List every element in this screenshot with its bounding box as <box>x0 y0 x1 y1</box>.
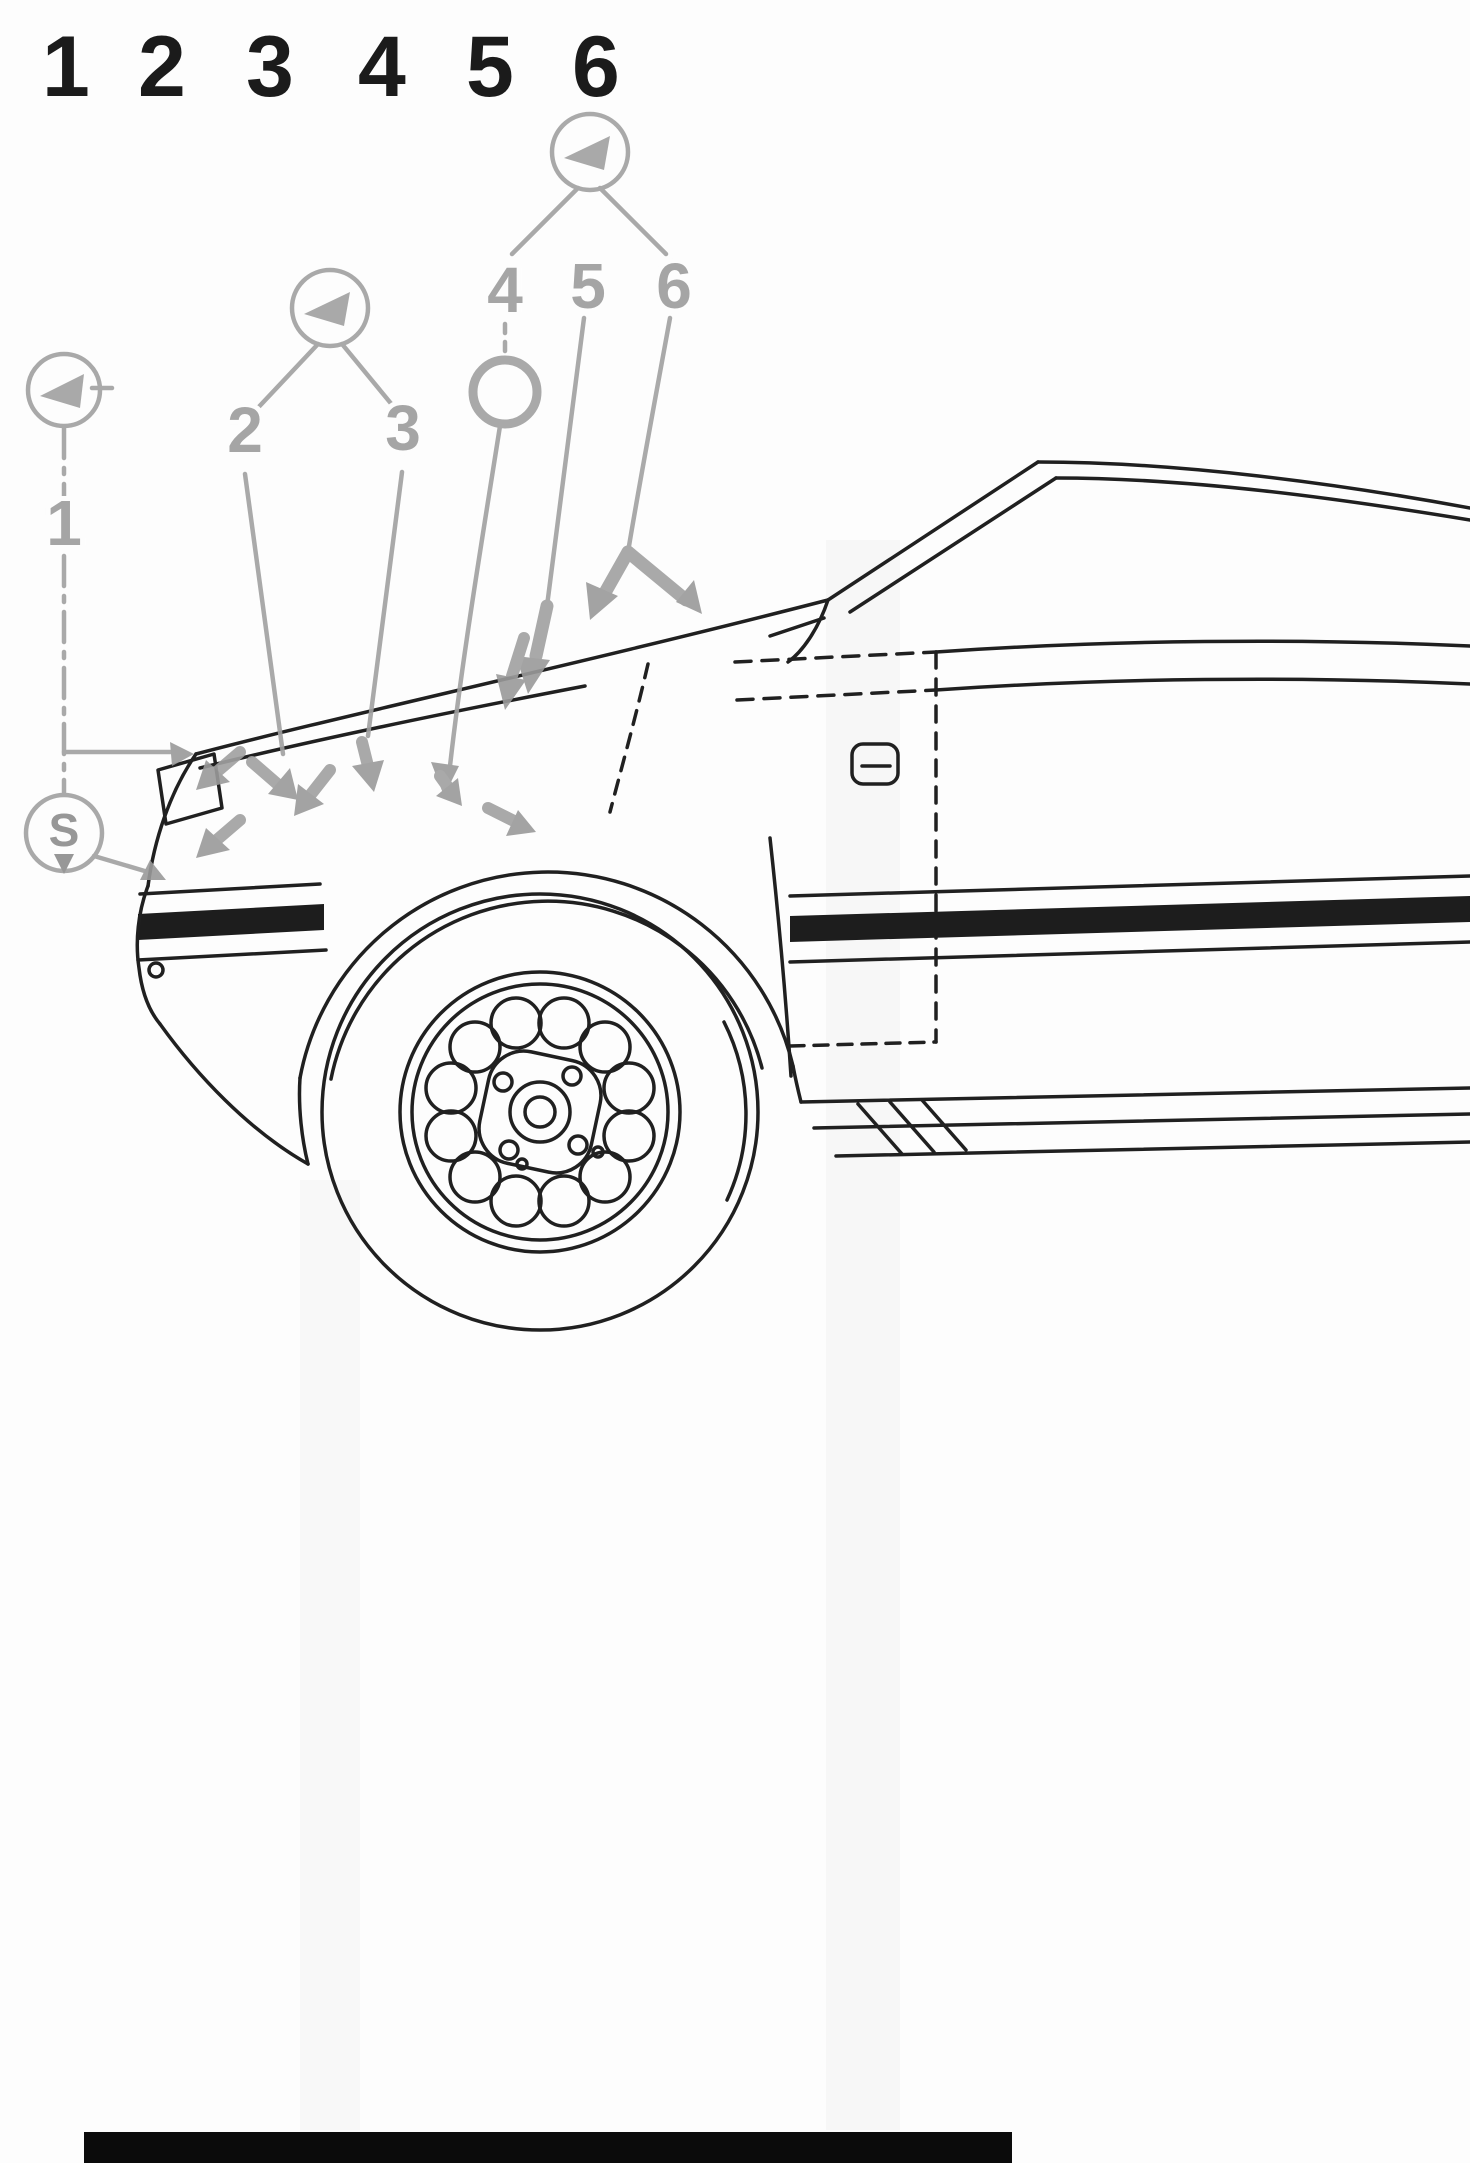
bumper-line-1 <box>138 882 322 896</box>
tire-outer <box>320 892 760 1332</box>
bumper-rub-strip <box>138 904 324 940</box>
tire-inner-arc <box>722 1020 748 1202</box>
leader-4 <box>447 423 503 769</box>
leader-6 <box>625 315 673 555</box>
cowl-line <box>768 616 826 638</box>
belt-right-bottom <box>934 677 1470 692</box>
paint-marker-triangle-icon <box>289 267 371 349</box>
fender-rear-seam <box>768 836 793 1078</box>
nose-profile <box>146 752 198 888</box>
scan-artifacts <box>300 540 900 2130</box>
door-handle <box>850 742 900 786</box>
car-illustration <box>135 460 1470 1332</box>
side-molding-top <box>788 874 1470 898</box>
bumper-line-2 <box>136 948 328 962</box>
callout-label-2: 2 <box>227 394 263 466</box>
fender-hidden-edge-dash <box>608 662 650 814</box>
marker-left <box>25 351 194 796</box>
legend-number-2: 2 <box>138 19 186 115</box>
windshield-inner <box>848 476 1058 614</box>
front-wheel <box>320 892 760 1332</box>
annotations: 4 5 6 2 3 <box>23 111 702 880</box>
fender-arrows <box>196 736 536 858</box>
legend-row: 1 2 3 4 5 6 <box>42 19 620 115</box>
windshield-outer <box>826 460 1040 602</box>
callout-label-6: 6 <box>656 250 692 322</box>
marker-top <box>509 111 669 257</box>
bottom-black-bar <box>84 2132 1012 2163</box>
legend-number-1: 1 <box>42 19 90 115</box>
leader-2 <box>242 471 286 757</box>
arch-right-close <box>791 1064 803 1104</box>
callout-label-3: 3 <box>385 392 421 464</box>
wheel-arch-inner <box>329 899 764 1081</box>
roof-inner <box>1054 476 1470 522</box>
legend-number-3: 3 <box>246 19 294 115</box>
hub-cap <box>477 1049 605 1175</box>
door-bottom-dash <box>788 1040 938 1048</box>
legend-number-4: 4 <box>358 19 406 115</box>
rocker-line-1 <box>799 1086 1470 1104</box>
roof-outer <box>1036 460 1470 510</box>
side-molding-bottom <box>788 940 1470 964</box>
rim-inner <box>410 982 670 1242</box>
bumper-front-face <box>135 884 162 1026</box>
front-lower-valance <box>158 1022 310 1166</box>
belt-right-top <box>934 639 1470 654</box>
callout-label-4: 4 <box>487 254 523 326</box>
wheel-bolt-holes <box>424 996 656 1228</box>
paint-marker-triangle-icon <box>549 111 631 193</box>
wheel-arch-outer <box>298 870 795 1080</box>
legend-number-6: 6 <box>572 19 620 115</box>
hood-line <box>194 598 830 756</box>
rocker-line-2 <box>812 1112 1470 1130</box>
leader-5 <box>544 315 587 609</box>
side-molding-strip <box>790 896 1470 942</box>
side-marker-light <box>147 961 165 979</box>
rocker-hatch <box>856 1098 968 1156</box>
leader-3 <box>365 469 405 739</box>
arrowhead <box>676 580 702 614</box>
belt-dash-top <box>733 650 938 664</box>
callout-label-5: 5 <box>570 250 606 322</box>
rim-outer <box>398 970 682 1254</box>
belt-dash-bottom <box>735 688 938 702</box>
arrowhead <box>496 674 526 710</box>
headlight <box>156 752 224 826</box>
rocker-line-3 <box>834 1140 1470 1158</box>
legend-number-5: 5 <box>466 19 514 115</box>
callout-label-1: 1 <box>46 487 82 559</box>
s-badge-label: S <box>49 804 80 856</box>
arrowhead <box>586 582 618 620</box>
marker-mid <box>251 267 401 415</box>
hood-inner-line <box>198 684 587 770</box>
ring-marker-icon <box>468 355 542 429</box>
arch-left-close <box>297 1076 310 1166</box>
arrowhead <box>516 656 550 694</box>
s-drop-marker-icon <box>23 792 166 880</box>
